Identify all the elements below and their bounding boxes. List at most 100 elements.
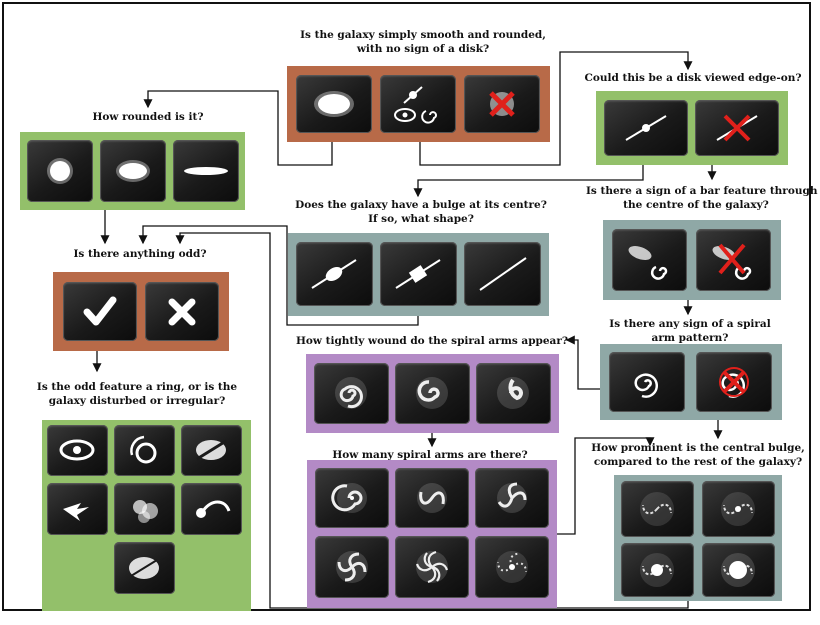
answer-spiral-button[interactable]	[609, 352, 685, 412]
answer-ring-button[interactable]	[47, 425, 108, 476]
answer-cigar-shaped-button[interactable]	[173, 140, 239, 202]
spiral-icon	[634, 373, 659, 398]
no-bulge-icon	[479, 257, 527, 291]
question-tightness: How tightly wound do the spiral arms app…	[296, 334, 568, 348]
answer-rounded-bulge-button[interactable]	[296, 242, 373, 306]
answer-disturbed-button[interactable]	[114, 483, 175, 535]
answer-boxy-bulge-button[interactable]	[380, 242, 457, 306]
answer-more-than-four-button[interactable]	[395, 536, 469, 598]
dust-lane-icon	[196, 439, 227, 461]
answer-no-bar-button[interactable]	[696, 229, 771, 291]
features-disk-icon	[394, 86, 437, 124]
panel-tightness	[306, 354, 559, 433]
rounded-bulge-icon	[311, 259, 357, 289]
answer-no-bulge-prominence-button[interactable]	[621, 481, 694, 537]
panel-smooth	[287, 66, 550, 142]
answer-just-noticeable-button[interactable]	[702, 481, 775, 537]
diagram-frame	[2, 2, 811, 611]
question-line: How prominent is the central bulge,	[591, 442, 805, 454]
answer-dominant-button[interactable]	[702, 543, 775, 597]
panel-edge-on	[596, 91, 788, 165]
check-icon	[83, 296, 117, 326]
answer-irregular-button[interactable]	[47, 483, 108, 535]
answer-other-button[interactable]	[181, 483, 242, 535]
panel-arm-count	[307, 460, 557, 608]
panel-spiral	[600, 344, 782, 420]
panel-bar	[603, 220, 781, 300]
answer-not-edge-on-button[interactable]	[695, 100, 779, 156]
two-arms-icon	[417, 483, 447, 513]
answer-cant-tell-button[interactable]	[475, 536, 549, 598]
answer-tight-button[interactable]	[314, 363, 389, 424]
question-line: How rounded is it?	[92, 111, 204, 123]
cigar-galaxy-icon	[184, 167, 228, 175]
panel-bulge-prominence	[614, 475, 782, 601]
irregular-icon	[63, 503, 89, 521]
question-odd: Is there anything odd?	[60, 247, 220, 261]
lens-icon	[130, 435, 157, 464]
tail-icon	[196, 500, 231, 518]
answer-four-arms-button[interactable]	[315, 536, 389, 598]
answer-features-or-disk-button[interactable]	[380, 75, 456, 133]
answer-two-arms-button[interactable]	[395, 468, 469, 528]
question-odd-feature: Is the odd feature a ring, or is the gal…	[28, 380, 246, 408]
connector-prominence-to-odd	[175, 232, 689, 609]
question-line: Is the galaxy simply smooth and rounded,	[300, 29, 546, 41]
oval-galaxy-icon	[116, 160, 150, 182]
answer-loose-button[interactable]	[476, 363, 551, 424]
question-bulge-prominence: How prominent is the central bulge, comp…	[588, 441, 808, 469]
four-arms-icon	[336, 551, 368, 583]
spiral-cross-icon	[719, 367, 749, 398]
no-bulge-spiral-icon	[640, 492, 674, 526]
tight-spiral-icon	[335, 377, 367, 409]
answer-no-bulge-button[interactable]	[464, 242, 541, 306]
cross-icon	[489, 91, 515, 117]
boxy-bulge-icon	[395, 259, 441, 289]
answer-bar-button[interactable]	[612, 229, 687, 291]
bar-cross-icon	[712, 243, 752, 280]
question-bulge-shape: Does the galaxy have a bulge at its cent…	[293, 198, 549, 226]
question-rounded: How rounded is it?	[78, 110, 218, 124]
answer-dust-lane-button[interactable]	[181, 425, 242, 476]
faint-arms-icon	[496, 551, 528, 583]
connector-features-to-edgeon	[419, 51, 693, 166]
question-line: Is there any sign of a spiral	[609, 318, 771, 330]
connector-edgeon-to-bulge	[413, 162, 644, 198]
connector-spiral-to-tightness	[565, 335, 610, 390]
answer-three-arms-button[interactable]	[475, 468, 549, 528]
answer-one-arm-button[interactable]	[315, 468, 389, 528]
bar-icon	[628, 246, 668, 280]
answer-no-odd-button[interactable]	[145, 282, 219, 341]
medium-spiral-icon	[416, 377, 448, 409]
question-spiral: Is there any sign of a spiral arm patter…	[600, 317, 780, 345]
many-arms-icon	[415, 550, 449, 584]
question-line: How many spiral arms are there?	[332, 449, 528, 461]
large-bulge-spiral-icon	[721, 553, 755, 587]
panel-bulge-shape	[288, 233, 549, 316]
question-line: Is there anything odd?	[73, 248, 207, 260]
answer-no-spiral-button[interactable]	[696, 352, 772, 412]
answer-edge-on-disk-button[interactable]	[604, 100, 688, 156]
question-line: with no sign of a disk?	[356, 43, 490, 55]
connector-bulge-to-odd	[138, 225, 419, 326]
answer-smooth-galaxy-button[interactable]	[296, 75, 372, 133]
answer-completely-round-button[interactable]	[27, 140, 93, 202]
question-arm-count: How many spiral arms are there?	[330, 448, 530, 462]
answer-star-or-artifact-button[interactable]	[464, 75, 540, 133]
question-line: galaxy disturbed or irregular?	[48, 395, 226, 407]
panel-odd-feature	[42, 420, 251, 611]
question-line: arm pattern?	[651, 332, 729, 344]
panel-odd	[53, 272, 229, 351]
question-line: Does the galaxy have a bulge at its cent…	[295, 199, 547, 211]
question-line: Is the odd feature a ring, or is the	[36, 381, 238, 393]
question-line: If so, what shape?	[368, 213, 474, 225]
loose-spiral-icon	[497, 377, 529, 409]
answer-lens-or-arc-button[interactable]	[114, 425, 175, 476]
answer-medium-button[interactable]	[395, 363, 470, 424]
answer-obvious-button[interactable]	[621, 543, 694, 597]
answer-merger-button[interactable]	[114, 542, 175, 594]
answer-in-between-button[interactable]	[100, 140, 166, 202]
x-icon	[168, 298, 196, 326]
panel-rounded	[20, 132, 245, 210]
answer-yes-odd-button[interactable]	[63, 282, 137, 341]
